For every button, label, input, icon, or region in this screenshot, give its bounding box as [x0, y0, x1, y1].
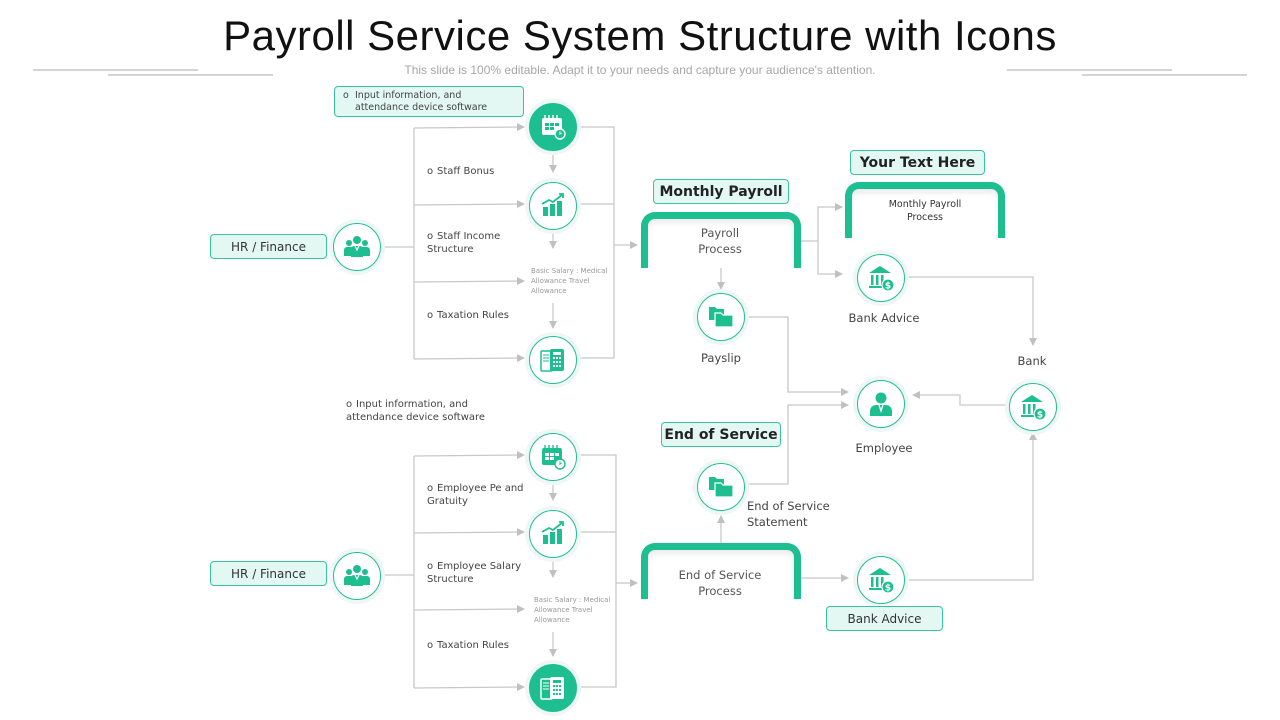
connector	[577, 126, 615, 359]
connector	[912, 391, 1007, 406]
note-text: Taxation Rules	[437, 640, 509, 651]
calendar-clock-icon	[542, 115, 566, 140]
payslip-node[interactable]	[697, 293, 745, 341]
calendar-clock-icon	[542, 445, 566, 470]
connector	[413, 605, 525, 614]
connector	[800, 203, 843, 242]
attendance-node-bottom[interactable]	[529, 433, 577, 481]
connector	[817, 241, 843, 278]
connector	[577, 454, 617, 688]
monthly-payroll-process-box[interactable]	[845, 182, 1005, 238]
hr-finance-box-top: HR / Finance	[210, 234, 327, 259]
note-text: Employee Salary Structure	[427, 561, 522, 585]
note-text: Employee Pe and Gratuity	[427, 483, 524, 507]
svg-text:$: $	[1037, 411, 1043, 421]
note-text: Input information, and attendance device…	[346, 399, 486, 423]
bank-dollar-icon: $	[869, 266, 895, 292]
svg-text:$: $	[885, 584, 891, 594]
hr-finance-node-bottom[interactable]	[333, 552, 381, 600]
connector	[413, 123, 525, 132]
taxation-node-bottom[interactable]	[529, 664, 577, 712]
bank-advice-box-bottom: Bank Advice	[826, 606, 943, 631]
end-of-service-header: End of Service	[661, 422, 781, 447]
bank-label: Bank	[1017, 354, 1047, 368]
end-of-service-statement-node[interactable]	[697, 463, 745, 511]
connector	[746, 401, 849, 485]
employee-label: Employee	[855, 441, 913, 455]
bank-advice-label-top: Bank Advice	[848, 311, 920, 325]
page-subtitle: This slide is 100% editable. Adapt it to…	[404, 63, 876, 77]
connector	[413, 451, 525, 460]
employee-icon	[870, 392, 892, 416]
decorative-line	[1082, 74, 1247, 76]
growth-node-bottom[interactable]	[529, 510, 577, 558]
calculator-document-icon	[540, 677, 564, 700]
connector	[413, 528, 525, 537]
payroll-process-box[interactable]	[641, 212, 801, 268]
growth-chart-icon	[541, 193, 564, 216]
monthly-payroll-header: Monthly Payroll	[653, 179, 789, 204]
decorative-line	[108, 74, 273, 76]
bullet: o	[343, 90, 349, 101]
calculator-document-icon	[540, 349, 564, 372]
folder-icon	[709, 307, 734, 328]
bank-node[interactable]: $	[1009, 383, 1057, 431]
your-text-header: Your Text Here	[850, 150, 985, 175]
page-title: Payroll Service System Structure with Ic…	[223, 12, 1057, 59]
bank-dollar-icon: $	[869, 568, 895, 594]
bank-advice-node-top[interactable]: $	[857, 254, 905, 302]
decorative-line	[1007, 69, 1172, 71]
connector	[906, 432, 1037, 581]
hr-finance-box-bottom: HR / Finance	[210, 561, 327, 586]
bank-dollar-icon: $	[1021, 395, 1047, 421]
growth-chart-icon	[541, 521, 564, 544]
connector	[413, 277, 525, 286]
team-icon	[344, 565, 370, 586]
end-of-service-statement-label: End of Service Statement	[747, 499, 830, 529]
input-note-box-top: o Input information, and attendance devic…	[334, 86, 524, 117]
detail-text-bottom: Basic Salary : Medical Allowance Travel …	[534, 596, 611, 624]
employee-node[interactable]	[857, 380, 905, 428]
detail-text-top: Basic Salary : Medical Allowance Travel …	[531, 267, 608, 295]
attendance-node-top[interactable]	[529, 103, 577, 151]
payslip-label: Payslip	[701, 351, 741, 365]
note-text: Staff Income Structure	[427, 231, 501, 255]
connector	[413, 200, 525, 209]
team-icon	[344, 236, 370, 257]
end-of-service-process-label: End of Service Process	[678, 568, 762, 598]
svg-text:$: $	[885, 282, 891, 292]
taxation-node-top[interactable]	[529, 336, 577, 384]
decorative-line	[33, 69, 198, 71]
input-note-text: Input information, and attendance device…	[355, 90, 488, 113]
growth-node-top[interactable]	[529, 182, 577, 230]
connector	[906, 276, 1037, 346]
folder-icon	[709, 477, 734, 498]
hr-finance-node-top[interactable]	[333, 223, 381, 271]
monthly-payroll-process-label: Monthly Payroll Process	[888, 199, 962, 223]
connector	[746, 316, 849, 396]
end-of-service-process-box[interactable]	[641, 543, 801, 599]
note-text: Staff Bonus	[437, 166, 495, 177]
bank-advice-node-bottom[interactable]: $	[857, 556, 905, 604]
note-text: Taxation Rules	[437, 310, 509, 321]
payroll-process-label: Payroll Process	[698, 226, 742, 256]
connector	[413, 354, 525, 363]
connector	[413, 683, 525, 692]
